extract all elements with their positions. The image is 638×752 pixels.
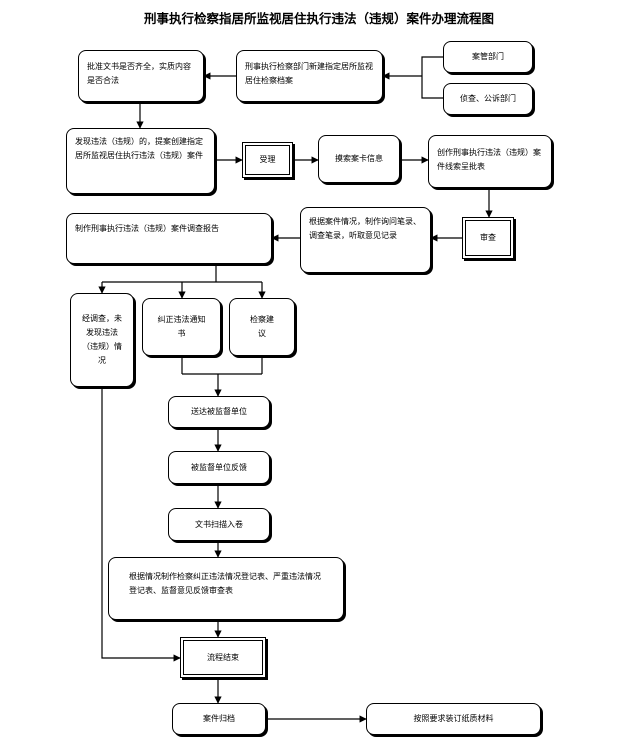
node-new-file: 刑事执行检察部门新建指定居所监视居住检察档案 [236,50,383,102]
node-correction-notice: 纠正违法通知书 [142,298,221,356]
node-procuratorial-advice: 检察建议 [229,298,295,356]
node-create-case: 创作刑事执行违法（违规）案件线索呈批表 [428,135,552,188]
node-police: 侦查、公诉部门 [443,83,533,115]
node-case-mgmt: 案管部门 [443,41,533,73]
arrow-no-violation-to-end [101,387,181,662]
node-make-report: 制作刑事执行违法（违规）案件调查报告 [66,213,272,264]
node-accept: 受理 [242,142,293,178]
node-feedback: 被监督单位反馈 [168,451,270,484]
diagram-title: 刑事执行检察指居所监视居住执行违法（违规）案件办理流程图 [143,11,494,26]
node-no-violation: 经调查，未发现违法（违规）情况 [70,293,134,387]
node-registers: 根据情况制作检察纠正违法情况登记表、严重违法情况登记表、监督意见反馈审查表 [108,557,344,620]
node-end: 流程结束 [180,637,266,678]
node-collect-info: 摸索案卡信息 [318,135,400,183]
connector-bracket-sources [421,56,443,99]
node-bind-paper: 按照要求装订纸质材料 [366,703,541,735]
node-investigate: 根据案件情况，制作询问笔录、调查笔录，听取意见记录 [300,207,431,273]
node-review: 审查 [462,217,514,259]
node-approve-doc: 批准文书是否齐全，实质内容是否合法 [78,50,204,102]
node-archive: 案件归档 [172,703,266,735]
node-found-violation: 发现违法（违规）的，提案创建指定居所监视居住执行违法（违规）案件 [66,128,215,194]
node-scan: 文书扫描入卷 [168,508,270,541]
node-deliver: 送达被监督单位 [168,396,270,428]
